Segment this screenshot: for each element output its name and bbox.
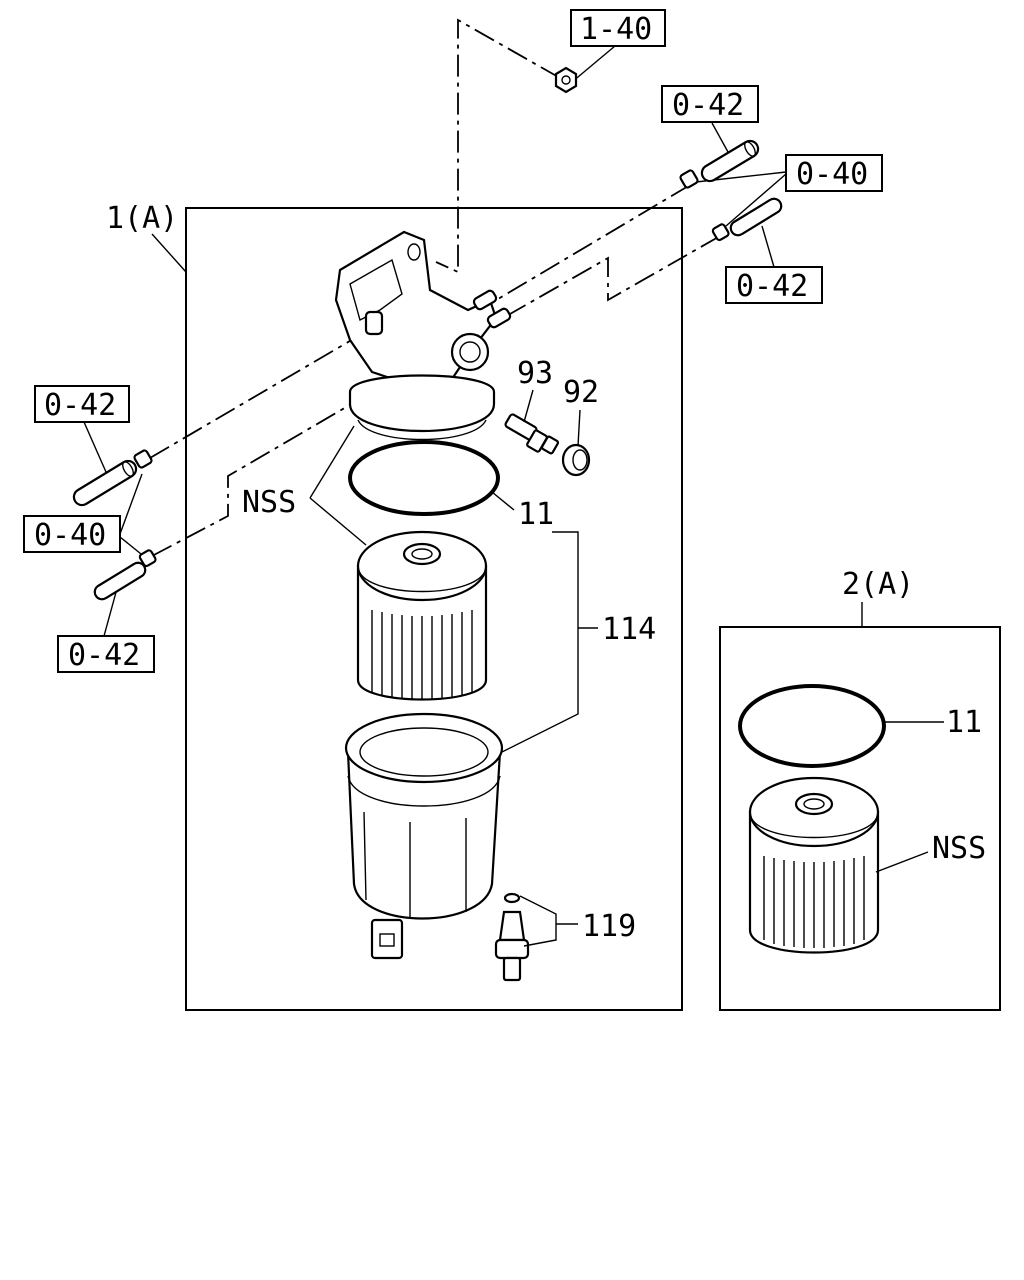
o-ring-11[interactable] — [348, 440, 500, 516]
filter-element[interactable] — [356, 530, 488, 701]
part-nss-label: NSS — [242, 485, 296, 520]
hex-nut[interactable] — [554, 66, 578, 94]
hose-top-right[interactable] — [700, 139, 760, 183]
part-92-cap[interactable] — [561, 443, 591, 477]
part-119-sensor[interactable] — [494, 892, 530, 982]
svg-text:0-42: 0-42 — [44, 388, 116, 423]
filter-element-assy-2[interactable] — [748, 776, 880, 954]
nut-dash-line — [435, 18, 561, 274]
clip-left-lower[interactable] — [138, 549, 157, 568]
filter-head[interactable] — [334, 230, 512, 441]
part-92-label: 92 — [563, 375, 599, 410]
svg-text:1-40: 1-40 — [580, 12, 652, 47]
assy-2-part-11-label: 11 — [946, 705, 982, 740]
svg-text:0-40: 0-40 — [34, 518, 106, 553]
assembly-1-frame — [185, 207, 683, 1011]
callout-0-42-top[interactable]: 0-42 — [661, 85, 759, 123]
part-93-fitting[interactable] — [504, 413, 560, 455]
svg-text:0-42: 0-42 — [672, 88, 744, 123]
callout-1-40[interactable]: 1-40 — [570, 9, 666, 47]
clip-top-right[interactable] — [679, 169, 699, 189]
clip-left-upper[interactable] — [133, 449, 153, 469]
part-11-label: 11 — [518, 497, 554, 532]
callout-0-40-right[interactable]: 0-40 — [785, 154, 883, 192]
filter-bowl[interactable] — [344, 712, 504, 960]
svg-text:0-42: 0-42 — [736, 269, 808, 304]
part-93-label: 93 — [517, 356, 553, 391]
left-upper-dash-line — [149, 337, 356, 459]
callout-0-40-left[interactable]: 0-40 — [23, 515, 121, 553]
callout-0-42-right[interactable]: 0-42 — [725, 266, 823, 304]
part-114-label: 114 — [602, 612, 656, 647]
callout-0-42-left[interactable]: 0-42 — [34, 385, 130, 423]
svg-text:0-40: 0-40 — [796, 157, 868, 192]
hose-lower-right[interactable] — [729, 197, 783, 237]
right-upper-dash-line — [492, 184, 691, 303]
o-ring-11-assy-2[interactable] — [738, 684, 886, 768]
assembly-2-frame — [719, 626, 1001, 1011]
hose-left-upper[interactable] — [72, 459, 138, 507]
assembly-1-label: 1(A) — [106, 201, 178, 236]
part-119-label: 119 — [582, 909, 636, 944]
callout-0-42-bottom[interactable]: 0-42 — [57, 635, 155, 673]
assy-2-nss-label: NSS — [932, 831, 986, 866]
right-lower-dash-line — [502, 235, 721, 319]
hose-left-lower[interactable] — [93, 561, 147, 601]
clip-lower-right[interactable] — [711, 223, 730, 242]
left-lower-dash-line — [151, 391, 373, 557]
assembly-2-label: 2(A) — [842, 567, 914, 602]
svg-text:0-42: 0-42 — [68, 638, 140, 673]
